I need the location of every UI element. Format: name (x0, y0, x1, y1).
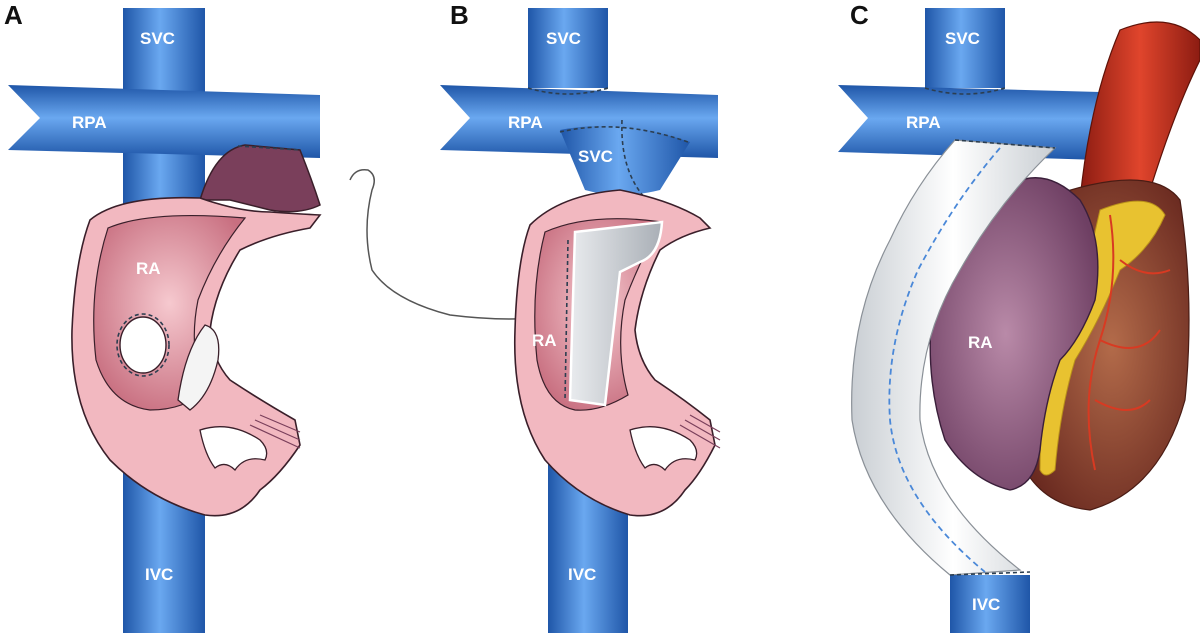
panel-c-svc-rpa-suture (924, 87, 1006, 95)
panel-c-ra-label: RA (968, 333, 993, 352)
panel-b-letter: B (450, 0, 469, 30)
panel-c-extracardiac-conduit (851, 139, 1057, 576)
panel-b: B SVC RPA SVC RA IVC (440, 0, 721, 633)
panel-c-conduit-center-line (888, 147, 1001, 573)
panel-b-rpa-label: RPA (508, 113, 543, 132)
panel-c-svc-label: SVC (945, 29, 980, 48)
panel-a-coronary-sinus-patch (177, 324, 220, 411)
panel-a-appendage-suture (237, 145, 301, 151)
panel-c-coronary-arteries (1087, 214, 1171, 471)
panel-b-svc-vein (528, 8, 608, 88)
panel-a-ivc-label: IVC (145, 565, 173, 584)
panel-c: C SVC RPA RA IVC (838, 0, 1200, 633)
panel-c-ivc-suture (949, 571, 1031, 576)
panel-b-chordae (679, 414, 721, 449)
panel-b-ra-label: RA (532, 331, 557, 350)
panel-c-svc-vein (925, 8, 1005, 88)
panel-b-intra-atrial-baffle (568, 220, 664, 407)
panel-b-tricuspid-leaflets (629, 426, 698, 472)
panel-a-rpa-vessel (8, 85, 320, 158)
panel-a-asd-suture (116, 313, 170, 377)
panel-b-svc-top-label: SVC (546, 29, 581, 48)
panel-a-svc-label: SVC (140, 29, 175, 48)
panel-a-rpa-label: RPA (72, 113, 107, 132)
panel-c-rpa-vessel (838, 85, 1100, 160)
panel-b-svc-stump (560, 126, 690, 195)
panel-c-letter: C (850, 0, 869, 30)
panel-b-ivc-label: IVC (568, 565, 596, 584)
panel-b-baffle-suture (564, 239, 569, 401)
panel-c-aorta (1079, 21, 1200, 201)
panel-a-chordae (249, 414, 301, 449)
panel-b-svc-rpa-suture (527, 87, 609, 95)
panel-a-atrial-septal-defect (119, 316, 167, 374)
panel-c-ivc-vein (950, 575, 1030, 633)
panel-a-atrial-appendage (198, 144, 321, 213)
panel-b-svc-mid-label: SVC (578, 147, 613, 166)
panel-c-ivc-label: IVC (972, 595, 1000, 614)
panel-a-tricuspid-leaflets (199, 426, 268, 472)
panel-a-letter: A (4, 0, 23, 30)
panel-b-svc-stump-suture (559, 119, 689, 199)
panel-c-conduit-top-suture (954, 139, 1056, 149)
panel-a: A SVC RPA RA IVC (4, 0, 322, 633)
panel-a-ra-label: RA (136, 259, 161, 278)
panel-c-rpa-label: RPA (906, 113, 941, 132)
